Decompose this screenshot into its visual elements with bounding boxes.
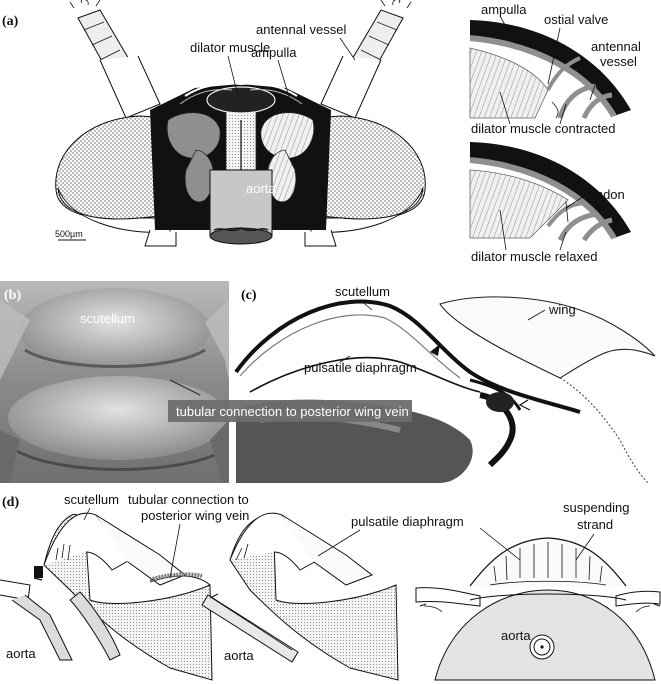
scale-bar-label: 500µm: [55, 229, 83, 239]
label-aorta-a: aorta: [246, 181, 276, 196]
label-dilator-muscle: dilator muscle: [190, 40, 270, 55]
inset-top-vessel: vessel: [600, 54, 637, 69]
label-aorta-d-right: aorta: [501, 628, 531, 643]
right-antenna-illustration: [320, 0, 412, 119]
inset-top-caption: dilator muscle contracted: [471, 121, 616, 136]
inset-relaxed: tendon dilator muscle relaxed: [469, 142, 631, 264]
label-pulsatile-diaphragm-d: pulsatile diaphragm: [351, 514, 464, 529]
aorta-base: [209, 169, 273, 245]
label-tubular-2: posterior wing vein: [141, 508, 249, 523]
label-suspending-2: strand: [577, 517, 613, 532]
panel-b-letter: (b): [4, 288, 21, 303]
label-antennal-vessel: antennal vessel: [256, 22, 346, 37]
left-antenna-illustration: [69, 0, 161, 119]
panel-d-letter: (d): [2, 495, 19, 510]
panel-d: (d) aorta scutellum tubular connection t…: [0, 492, 661, 681]
inset-bottom-caption: dilator muscle relaxed: [471, 249, 597, 264]
panel-b: scutellum (b): [0, 281, 229, 483]
ampulla-illustration: [206, 86, 276, 114]
inset-contracted: ampulla ostial valve antennal vessel dil…: [469, 2, 641, 136]
brain-left-lobe: [166, 112, 221, 159]
label-tubular-1: tubular connection to: [128, 492, 249, 507]
label-scutellum-c: scutellum: [335, 284, 390, 299]
scutellum-cuticle: [234, 299, 581, 414]
panel-c: scutellum wing pulsatile diaphragm (c): [233, 281, 661, 483]
label-aorta-d-left: aorta: [6, 646, 36, 661]
label-pulsatile-diaphragm-c: pulsatile diaphragm: [304, 360, 417, 375]
label-ampulla: ampulla: [251, 45, 297, 60]
schematic-middle: aorta: [201, 512, 399, 681]
label-suspending-1: suspending: [563, 500, 630, 515]
inset-top-antennal: antennal: [591, 39, 641, 54]
label-tubular-connection-banner: tubular connection to posterior wing vei…: [176, 404, 409, 419]
label-scutellum-b: scutellum: [80, 311, 135, 326]
scale-bar: 500µm: [55, 229, 86, 241]
panel-a: (a): [2, 0, 426, 247]
label-scutellum-d: scutellum: [64, 492, 119, 507]
inset-top-ampulla: ampulla: [481, 2, 527, 17]
schematic-left: aorta scutellum tubular connection to po…: [0, 492, 249, 681]
shared-banner: tubular connection to posterior wing vei…: [168, 400, 412, 422]
inset-bottom-tendon: tendon: [585, 187, 625, 202]
wing-outline: [439, 296, 656, 379]
schematic-right: aorta suspending strand: [415, 500, 661, 681]
label-wing: wing: [548, 302, 576, 317]
panel-a-letter: (a): [2, 14, 19, 29]
label-aorta-d-mid: aorta: [224, 648, 254, 663]
panel-c-letter: (c): [241, 288, 257, 303]
brain-right-lobe: [260, 112, 315, 159]
inset-top-ostial-valve: ostial valve: [544, 12, 608, 27]
